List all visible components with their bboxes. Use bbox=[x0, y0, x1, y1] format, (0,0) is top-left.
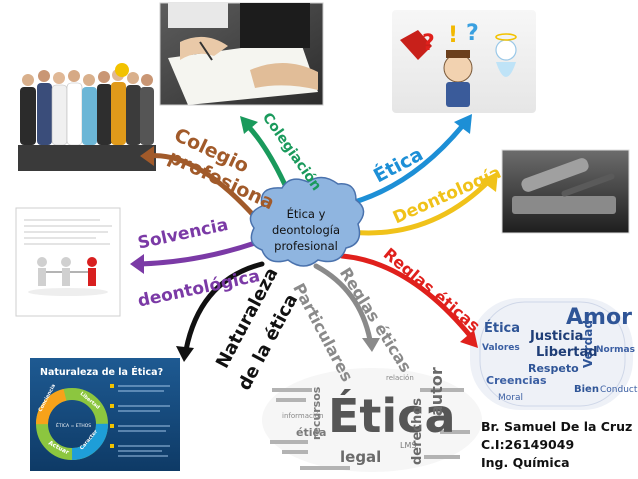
author-career: Ing. Química bbox=[481, 455, 570, 470]
wordcloud-right-word: Verdad bbox=[581, 320, 595, 368]
central-topic-line: Ética y bbox=[286, 207, 326, 221]
wordcloud-left-main: Ética bbox=[328, 389, 456, 443]
arrow-naturaleza bbox=[176, 261, 265, 362]
solvency-document-image bbox=[15, 207, 121, 317]
author-id: C.I:26149049 bbox=[481, 437, 575, 452]
wordcloud-right-word: Bien bbox=[574, 384, 599, 395]
svg-text:?: ? bbox=[466, 21, 479, 46]
professionals-group-image bbox=[10, 62, 160, 174]
author-info: Br. Samuel De la Cruz C.I:26149049 Ing. … bbox=[481, 418, 632, 472]
central-topic-line: profesional bbox=[274, 239, 338, 253]
wordcloud-left-word: LMS bbox=[400, 441, 416, 450]
central-topic-line: deontología bbox=[271, 223, 341, 237]
wordcloud-left-word: ética bbox=[296, 426, 326, 439]
slide-center-tag: ÉTICA = ETHOS bbox=[56, 421, 91, 429]
svg-text:?: ? bbox=[422, 31, 435, 56]
wordcloud-right-word: Amor bbox=[566, 305, 632, 330]
ethics-word-cloud-left bbox=[262, 368, 482, 472]
wordcloud-right-word: Libertad bbox=[536, 345, 598, 360]
wordcloud-left-word: recursos bbox=[310, 386, 323, 440]
slide-title: Naturaleza de la Ética? bbox=[40, 366, 163, 378]
wordcloud-right-word: Ética bbox=[484, 320, 520, 336]
central-topic-label: Ética y deontología profesional bbox=[258, 206, 354, 254]
wordcloud-right-word: Respeto bbox=[528, 362, 579, 375]
wordcloud-right-word: Valores bbox=[482, 343, 520, 353]
signing-document-image bbox=[159, 2, 324, 106]
wordcloud-left-word: legal bbox=[340, 448, 381, 466]
central-cloud-shape bbox=[249, 176, 365, 267]
gavel-law-image bbox=[501, 149, 630, 234]
wordcloud-right-word: Creencias bbox=[486, 374, 547, 387]
wordcloud-right-word: Conducta bbox=[600, 385, 638, 395]
wordcloud-left-word: relación bbox=[386, 374, 414, 382]
values-word-cloud-right bbox=[470, 298, 633, 410]
wordcloud-right-word: Justicia bbox=[529, 329, 583, 344]
wordcloud-left-word: información bbox=[282, 412, 324, 420]
ethics-dilemma-cartoon-image: ? ! ? bbox=[392, 10, 536, 113]
arrow-reglas-eticas bbox=[339, 253, 478, 348]
wordcloud-right-word: Normas bbox=[596, 345, 635, 355]
arrow-reglas-gris bbox=[313, 263, 380, 352]
wordcloud-left-word: derechos bbox=[410, 398, 425, 465]
arrow-solvencia bbox=[130, 239, 261, 274]
svg-text:!: ! bbox=[448, 23, 458, 48]
author-name: Br. Samuel De la Cruz bbox=[481, 419, 633, 434]
wordcloud-left-word: autor bbox=[427, 367, 446, 416]
nature-of-ethics-slide-image bbox=[30, 358, 180, 471]
wordcloud-right-word: Moral bbox=[498, 393, 523, 403]
arrow-deontologia bbox=[347, 172, 498, 236]
